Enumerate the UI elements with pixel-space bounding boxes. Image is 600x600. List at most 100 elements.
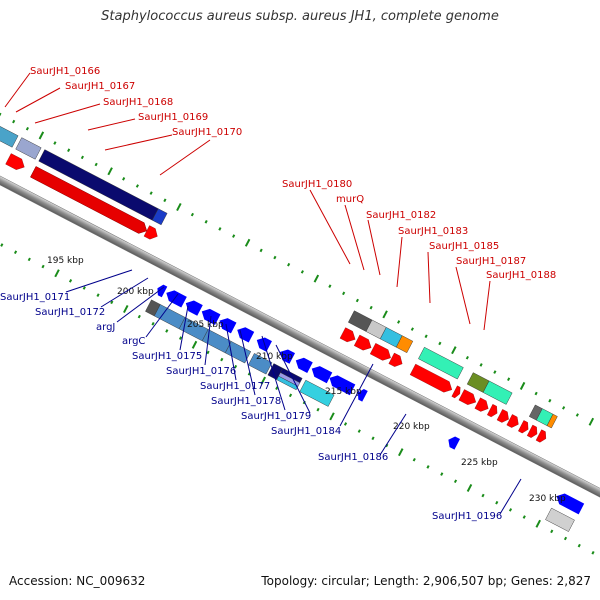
scale-tick [398,448,404,457]
outer-tick-row [0,112,595,426]
scale-tick [233,364,238,369]
scale-tick [453,479,458,484]
scale-tick [122,177,126,181]
gene-label: SaurJH1_0180 [282,179,352,190]
map-title: Staphylococcus aureus subsp. aureus JH1,… [101,9,499,24]
reverse-cog-boxes [145,299,575,532]
scale-tick [535,519,541,528]
forward-gene-arrow [30,166,147,234]
scale-tick [68,279,73,283]
reverse-gene-arrow [185,300,203,316]
gene-label: SaurJH1_0167 [65,81,135,92]
scale-tick [575,413,579,417]
scale-tick [382,310,388,319]
scale-tick [495,500,499,505]
forward-gene-arrow [487,404,498,418]
scale-label: 200 kbp [117,287,154,297]
forward-gene-arrow [5,153,25,170]
scale-tick [426,465,430,469]
scale-tick [178,336,183,340]
gene-box-0170b [152,208,168,226]
scale-tick [493,370,497,374]
scale-tick [508,508,513,512]
gene-label: SaurJH1_0196 [432,511,502,522]
gene-label: SaurJH1_0183 [398,226,468,237]
gene-label: argJ [96,322,115,333]
scale-tick [522,515,526,519]
scale-tick [357,429,361,433]
scale-tick [410,327,414,331]
gene-label: SaurJH1_0176 [166,366,236,377]
inner-tick-row [0,243,595,555]
gene-box-0176 [248,353,273,375]
scale-tick [507,377,511,382]
forward-gene-arrow [353,334,372,351]
gene-label: argC [122,336,145,347]
scale-tick [424,334,428,339]
forward-gene-arrow [535,429,547,443]
forward-gene-arrow [496,409,509,423]
scale-tick [259,248,263,253]
scale-label: 215 kbp [325,387,362,397]
gene-label: murQ [336,194,364,205]
reverse-gene-arrow [556,493,585,515]
scale-tick [151,321,155,326]
scale-tick [137,314,141,319]
reverse-gene-arrow [166,290,187,308]
scale-tick [53,141,57,145]
scale-tick [397,320,401,324]
reverse-gene-arrow [219,318,237,334]
gene-label: SaurJH1_0178 [211,396,281,407]
scale-tick [288,393,293,398]
gene-label: SaurJH1_0186 [318,452,388,463]
scale-tick [479,363,483,367]
gene-box-0187 [482,380,513,405]
reverse-gene-arrow [157,284,168,298]
scale-label: 195 kbp [47,256,84,266]
forward-gene-arrow [526,424,538,438]
scale-tick [519,381,526,390]
forward-gene-arrow [369,343,391,361]
scale-tick [329,412,335,421]
gene-label: SaurJH1_0169 [138,112,208,123]
gene-box-0188c [546,413,558,429]
scale-tick [163,198,167,203]
gene-label: SaurJH1_0184 [271,426,341,437]
scale-tick [13,250,18,254]
forward-gene-labels: SaurJH1_0166 SaurJH1_0167 SaurJH1_0168 S… [30,66,556,281]
gene-label: SaurJH1_0182 [366,210,436,221]
scale-tick [12,119,16,124]
forward-gene-arrow [388,352,403,367]
gene-label: SaurJH1_0170 [172,127,242,138]
forward-cog-boxes [0,122,558,429]
forward-gene-arrow [339,327,356,343]
scale-tick [190,212,194,217]
scale-tick [287,262,291,267]
scale-label: 205 kbp [187,320,224,330]
forward-gene-arrow [506,414,519,428]
scale-tick [27,257,31,262]
scale-tick [80,155,84,160]
gene-label: SaurJH1_0171 [0,292,70,303]
scale-tick [0,243,4,247]
reverse-gene-arrow [295,357,313,374]
gene-label: SaurJH1_0188 [486,270,556,281]
scale-tick [38,131,45,140]
scale-tick [0,112,2,117]
reverse-gene-arrow [357,388,368,402]
gene-label: SaurJH1_0177 [200,381,270,392]
scale-tick [440,472,444,476]
forward-gene-arrows [5,153,547,443]
scale-tick [218,227,222,231]
scale-tick [328,284,332,288]
gene-label: SaurJH1_0166 [30,66,100,77]
scale-tick [67,148,71,152]
gene-label: SaurJH1_0172 [35,307,105,318]
accession-text: Accession: NC_009632 [9,574,146,588]
scale-tick [94,162,98,167]
gene-label: SaurJH1_0168 [103,97,173,108]
gene-box-0196 [545,507,575,532]
forward-gene-arrow [518,420,529,434]
scale-tick [110,300,114,305]
scale-tick [135,184,139,188]
